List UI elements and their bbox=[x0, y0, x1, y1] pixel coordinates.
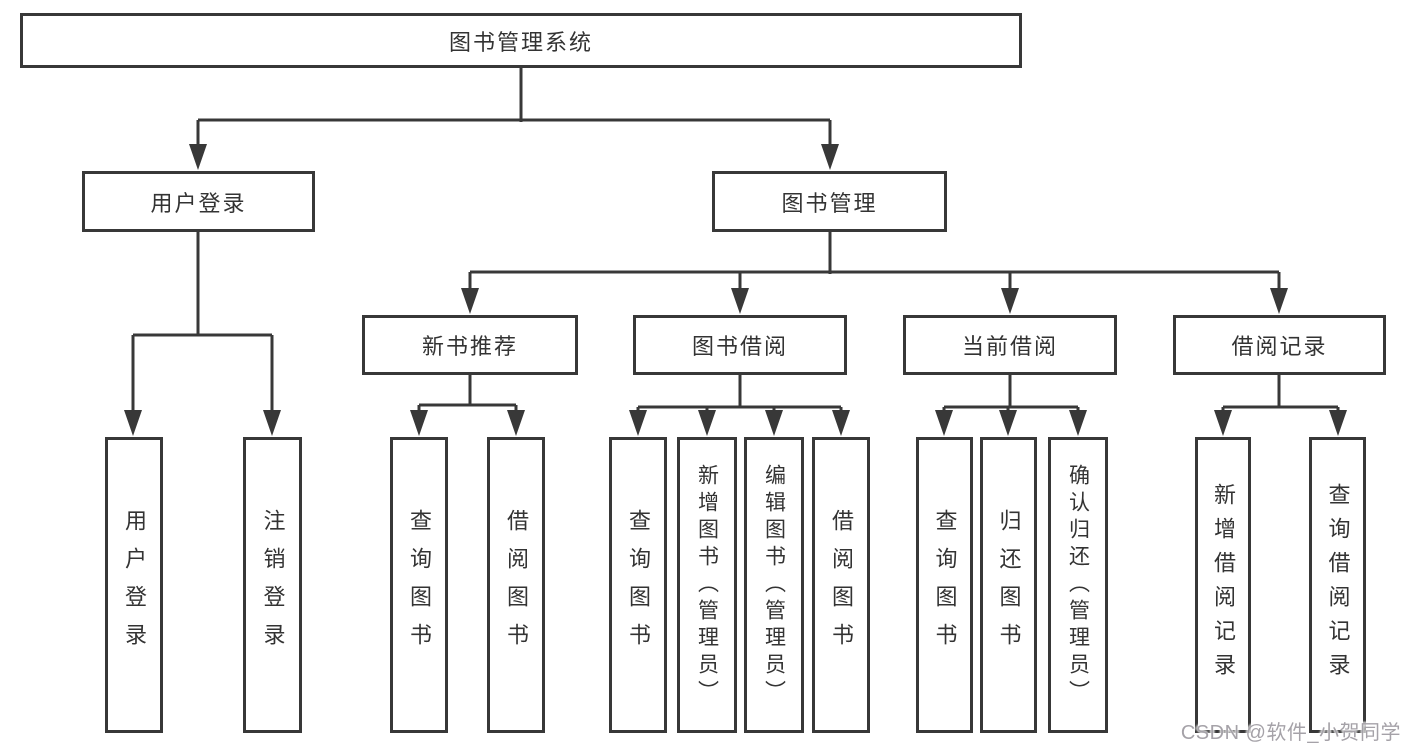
leaf-borrow-books-1: 借阅图书 bbox=[487, 437, 545, 733]
leaf-query-books-3: 查询图书 bbox=[916, 437, 973, 733]
node-new-book-recommend: 新书推荐 bbox=[362, 315, 578, 375]
leaf-query-books-1: 查询图书 bbox=[390, 437, 448, 733]
leaf-add-books-admin: 新增图书（管理员） bbox=[677, 437, 737, 733]
leaf-query-borrow-record: 查询借阅记录 bbox=[1309, 437, 1366, 733]
arrow-heads bbox=[124, 144, 1347, 436]
arrow-stems bbox=[131, 120, 1340, 412]
node-book-management: 图书管理 bbox=[712, 171, 947, 232]
leaf-add-borrow-record: 新增借阅记录 bbox=[1195, 437, 1251, 733]
node-book-borrow: 图书借阅 bbox=[633, 315, 847, 375]
leaf-confirm-return-admin: 确认归还（管理员） bbox=[1048, 437, 1108, 733]
node-current-borrow: 当前借阅 bbox=[903, 315, 1117, 375]
leaf-user-login: 用户登录 bbox=[105, 437, 163, 733]
node-user-login: 用户登录 bbox=[82, 171, 315, 232]
leaf-edit-books-admin: 编辑图书（管理员） bbox=[744, 437, 804, 733]
leaf-query-books-2: 查询图书 bbox=[609, 437, 667, 733]
tree-edges bbox=[133, 68, 1338, 409]
leaf-logout: 注销登录 bbox=[243, 437, 302, 733]
node-borrow-records: 借阅记录 bbox=[1173, 315, 1386, 375]
node-root-system: 图书管理系统 bbox=[20, 13, 1022, 68]
leaf-return-books: 归还图书 bbox=[980, 437, 1037, 733]
csdn-watermark: CSDN @软件_小贺同学 bbox=[1180, 722, 1401, 744]
leaf-borrow-books-2: 借阅图书 bbox=[812, 437, 870, 733]
